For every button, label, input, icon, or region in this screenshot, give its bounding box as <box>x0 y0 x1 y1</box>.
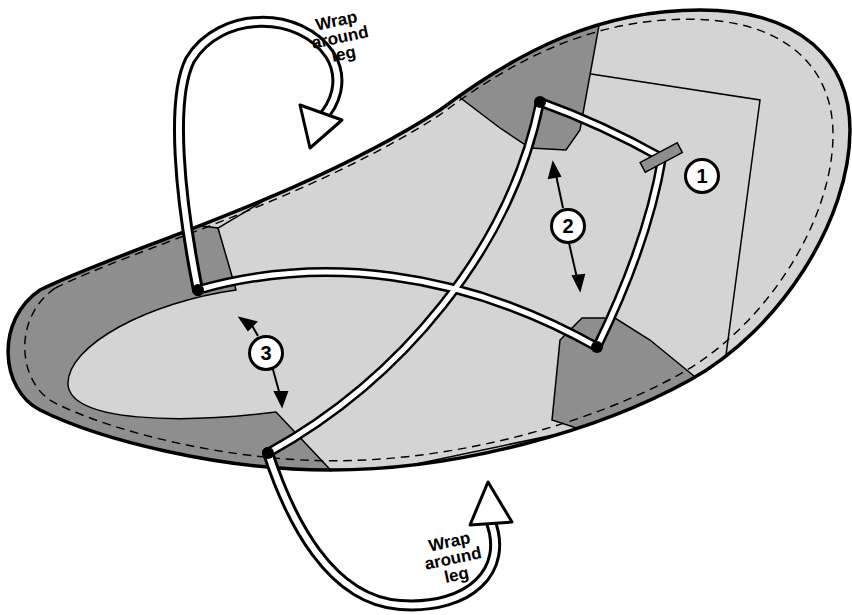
lace-hole <box>591 341 603 353</box>
lace-hole <box>262 447 274 459</box>
stitch-line <box>25 19 833 461</box>
wrap-arrowhead <box>470 482 512 525</box>
leather-patches <box>0 20 760 480</box>
gap-arrows <box>240 163 584 406</box>
callout-number: 2 <box>562 216 573 236</box>
gap-head <box>275 392 287 406</box>
lace-hole <box>192 284 204 296</box>
lace-outline <box>540 102 662 347</box>
gap-line <box>569 243 577 278</box>
lace <box>268 102 540 453</box>
callout-circle: 1 <box>684 158 720 194</box>
callout-number: 3 <box>260 343 271 363</box>
callout-number: 1 <box>696 166 707 186</box>
toe-post <box>640 143 682 172</box>
gap-line <box>272 366 280 395</box>
instruction-note: Wrap around leg <box>300 5 379 69</box>
laces <box>179 22 662 606</box>
lace-hole <box>534 96 546 108</box>
gap-line <box>556 175 563 208</box>
wrap-arrowhead <box>300 105 342 148</box>
gap-head <box>573 275 584 290</box>
sole-outline <box>8 10 850 470</box>
lace-outline <box>268 453 495 605</box>
toe-patch-bottom <box>552 318 705 470</box>
gap-head <box>240 318 256 330</box>
heel-inner <box>68 60 760 480</box>
gap-head <box>549 163 560 178</box>
lace <box>540 102 662 347</box>
callout-circle: 3 <box>248 335 284 371</box>
lace-outline <box>179 22 337 290</box>
lace <box>268 453 495 605</box>
lace <box>179 22 337 290</box>
callout-circle: 2 <box>550 208 586 244</box>
